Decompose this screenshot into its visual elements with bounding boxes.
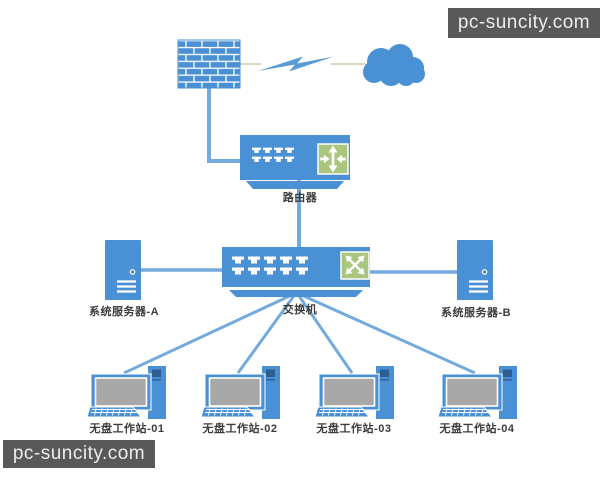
workstation-1-icon [87, 365, 167, 420]
cloud-icon [363, 44, 425, 86]
server-a-icon [105, 240, 141, 300]
watermark-top-right: pc-suncity.com [448, 8, 600, 38]
switch-icon [222, 247, 370, 297]
link-switch-workstation-3 [295, 292, 354, 374]
workstation-4-label: 无盘工作站-04 [439, 423, 515, 435]
link-switch-workstation-2 [236, 292, 298, 374]
switch-label: 交换机 [282, 304, 318, 316]
server-b-icon [457, 240, 493, 300]
workstation-4-icon [438, 365, 518, 420]
server-a-label: 系统服务器-A [88, 306, 160, 318]
workstation-2-icon [201, 365, 281, 420]
router-arrows-icon [317, 143, 349, 175]
workstation-3-icon [315, 365, 395, 420]
lightning-bolt-icon [258, 56, 334, 72]
router-icon [240, 135, 350, 189]
router-label: 路由器 [282, 192, 318, 204]
link-switch-workstation-1 [123, 291, 297, 375]
link-switch-workstation-4 [296, 291, 476, 375]
watermark-bottom-left: pc-suncity.com [3, 440, 155, 468]
link-firewall-router [207, 88, 240, 163]
workstation-3-label: 无盘工作站-03 [316, 423, 392, 435]
server-b-label: 系统服务器-B [440, 307, 512, 319]
workstation-2-label: 无盘工作站-02 [202, 423, 278, 435]
connection-lines [123, 88, 476, 375]
workstation-1-label: 无盘工作站-01 [89, 423, 165, 435]
firewall-brick-wall-icon [177, 39, 241, 89]
switch-cross-arrows-icon [340, 251, 370, 280]
